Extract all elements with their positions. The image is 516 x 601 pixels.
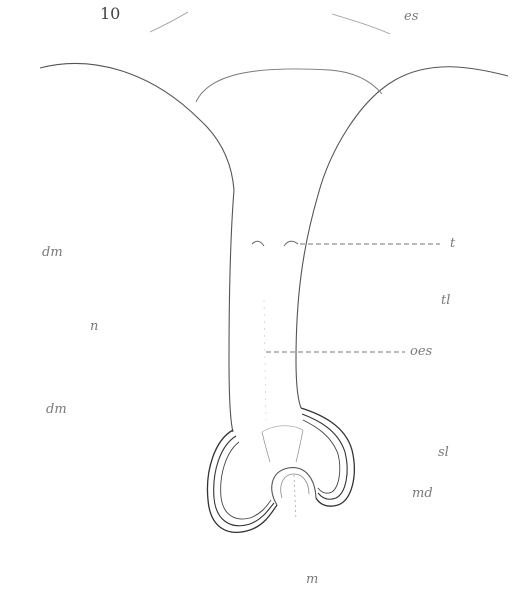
stem-right-edge — [296, 195, 318, 408]
inner-valve-right — [296, 430, 303, 462]
outer-outline-right — [318, 67, 508, 195]
label-t: t — [450, 237, 455, 250]
label-dm-upper: dm — [42, 246, 63, 259]
label-m: m — [306, 573, 318, 586]
mouth-outline — [272, 468, 316, 505]
inner-valve-left — [262, 432, 270, 462]
left-lobe-inner — [221, 442, 271, 519]
constriction-mark — [252, 241, 298, 246]
outer-outline-left — [40, 64, 234, 190]
label-dm-lower: dm — [46, 403, 67, 416]
right-lobe-mid — [302, 414, 347, 499]
figure-number: 10 — [100, 6, 120, 22]
label-es: es — [404, 10, 418, 23]
inner-cap-outline — [196, 69, 382, 102]
top-faint-stroke-right — [332, 14, 390, 34]
top-faint-stroke-left — [150, 12, 188, 32]
label-oes: oes — [410, 345, 432, 358]
label-n: n — [90, 320, 98, 333]
stem-midline — [264, 300, 266, 420]
left-lobe-outer — [207, 430, 277, 532]
inner-valve-top — [262, 426, 303, 432]
stem-left-edge — [229, 190, 234, 432]
right-lobe-inner — [303, 420, 340, 493]
left-lobe-mid — [214, 436, 274, 526]
mouth-midline — [294, 475, 296, 520]
label-md: md — [412, 487, 433, 500]
label-sl: sl — [438, 446, 449, 459]
label-tl: tl — [441, 294, 450, 307]
